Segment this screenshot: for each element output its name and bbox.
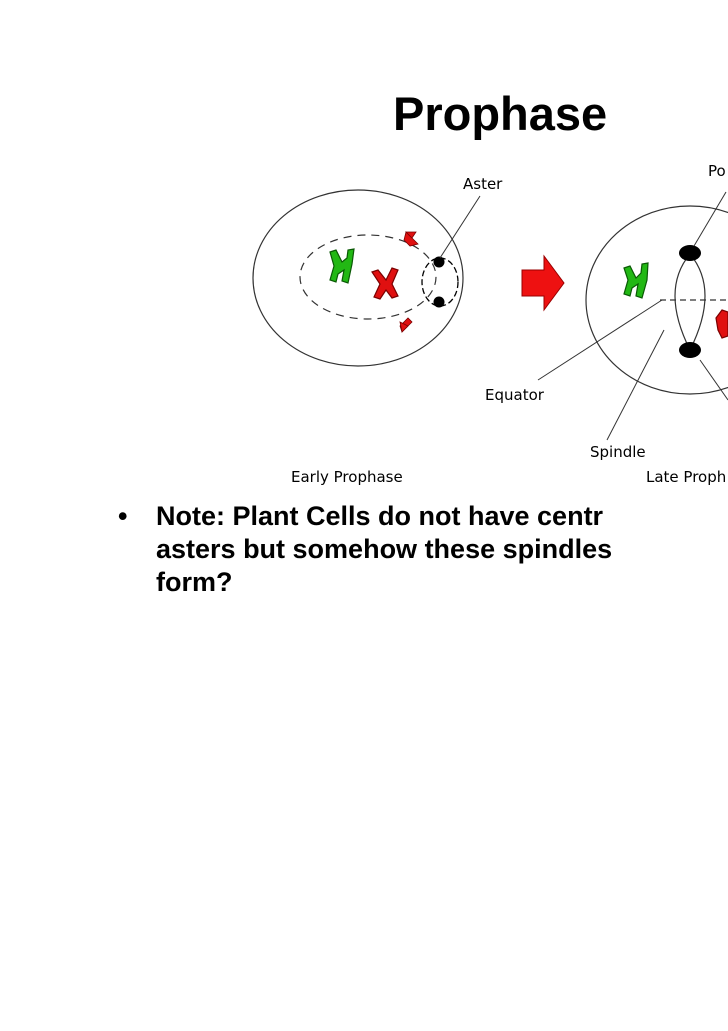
centrosome-bottom-early — [433, 296, 445, 308]
pointer-aster — [439, 195, 481, 259]
pointer-pole — [693, 191, 727, 247]
slide-title: Prophase — [393, 87, 608, 140]
note-line-2: asters but somehow these spindles — [156, 534, 613, 564]
green-chromosome-early — [329, 248, 355, 284]
label-spindle: Spindle — [590, 443, 646, 461]
pointer-right-cropped — [699, 359, 728, 401]
label-early-prophase: Early Prophase — [291, 468, 403, 486]
red-migration-arrows — [399, 231, 419, 333]
prophase-diagram: Aster Po Equator Spindle Early Prophase … — [252, 162, 728, 486]
early-cell-membrane — [252, 189, 464, 367]
note-bullet: • Note: Plant Cells do not have centr as… — [118, 500, 728, 599]
red-chromosome-early — [371, 267, 399, 300]
pointer-equator — [537, 299, 663, 381]
bullet-symbol: • — [118, 501, 128, 531]
centrosome-top-early — [433, 256, 445, 268]
green-chromosome-late — [623, 262, 649, 299]
early-aster — [421, 256, 459, 308]
late-cell-membrane — [585, 205, 728, 395]
centrosome-bottom-late — [679, 342, 701, 358]
transition-arrow-icon — [521, 254, 565, 312]
pointer-spindle — [606, 329, 665, 441]
centrosome-top-late — [679, 245, 701, 261]
note-line-1: Note: Plant Cells do not have centr — [156, 501, 604, 531]
label-equator: Equator — [485, 386, 545, 404]
note-line-3: form? — [156, 567, 233, 597]
label-pole: Po — [708, 162, 726, 180]
red-chromosome-late — [715, 309, 728, 339]
nuclear-envelope-dashed — [299, 234, 437, 320]
label-late-prophase: Late Proph — [646, 468, 726, 486]
label-aster: Aster — [463, 175, 503, 193]
late-spindle — [660, 253, 728, 351]
